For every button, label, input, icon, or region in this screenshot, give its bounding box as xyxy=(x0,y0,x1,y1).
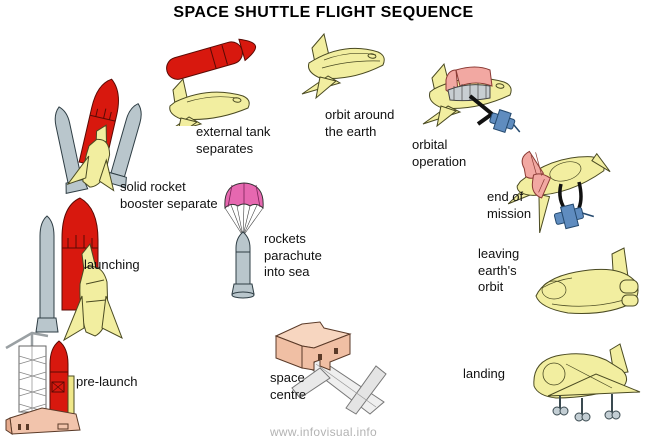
label-end-of-mission: end of mission xyxy=(487,189,532,221)
tank-separation-icon xyxy=(166,38,257,126)
watermark-text: www.infovisual.info xyxy=(269,425,378,439)
diagram-title: SPACE SHUTTLE FLIGHT SEQUENCE xyxy=(173,4,474,21)
label-external-tank-separates: external tank separates xyxy=(196,124,271,156)
reentry-orbiter-icon xyxy=(535,247,639,314)
stage-leaving-earths-orbit xyxy=(528,238,646,330)
label-rockets-parachute-into-sea: rockets parachute into sea xyxy=(264,231,322,280)
landing-orbiter-icon xyxy=(533,343,641,422)
stage-orbital-operation xyxy=(418,56,530,146)
shuttle-stack-icon xyxy=(35,197,123,342)
stage-pre-launch xyxy=(2,320,87,438)
orbiter-icon xyxy=(301,32,385,100)
space-centre-icon xyxy=(274,321,387,415)
stage-orbit-around-the-earth xyxy=(294,26,386,108)
stage-space-centre xyxy=(258,314,414,424)
stage-launching xyxy=(26,192,126,347)
end-of-mission-icon xyxy=(507,150,611,233)
orbital-operation-icon xyxy=(422,62,521,134)
label-leaving-earths-orbit: leaving earth's orbit xyxy=(478,246,520,295)
label-space-centre: space centre xyxy=(270,370,307,402)
label-orbital-operation: orbital operation xyxy=(412,137,467,169)
booster-separation-icon xyxy=(54,78,142,194)
label-landing: landing xyxy=(463,366,505,381)
launch-pad-icon xyxy=(5,331,81,436)
stage-solid-rocket-booster-separate xyxy=(46,74,146,196)
stage-rockets-parachute-into-sea xyxy=(220,178,268,304)
label-solid-rocket-booster-separate: solid rocket booster separate xyxy=(120,179,218,211)
stage-external-tank-separates xyxy=(155,30,267,126)
label-orbit-around-the-earth: orbit around the earth xyxy=(325,107,395,139)
label-launching: launching xyxy=(84,257,140,272)
stage-landing xyxy=(522,340,646,434)
parachute-booster-icon xyxy=(224,182,264,299)
stage-end-of-mission xyxy=(503,136,630,236)
label-pre-launch: pre-launch xyxy=(76,374,138,389)
